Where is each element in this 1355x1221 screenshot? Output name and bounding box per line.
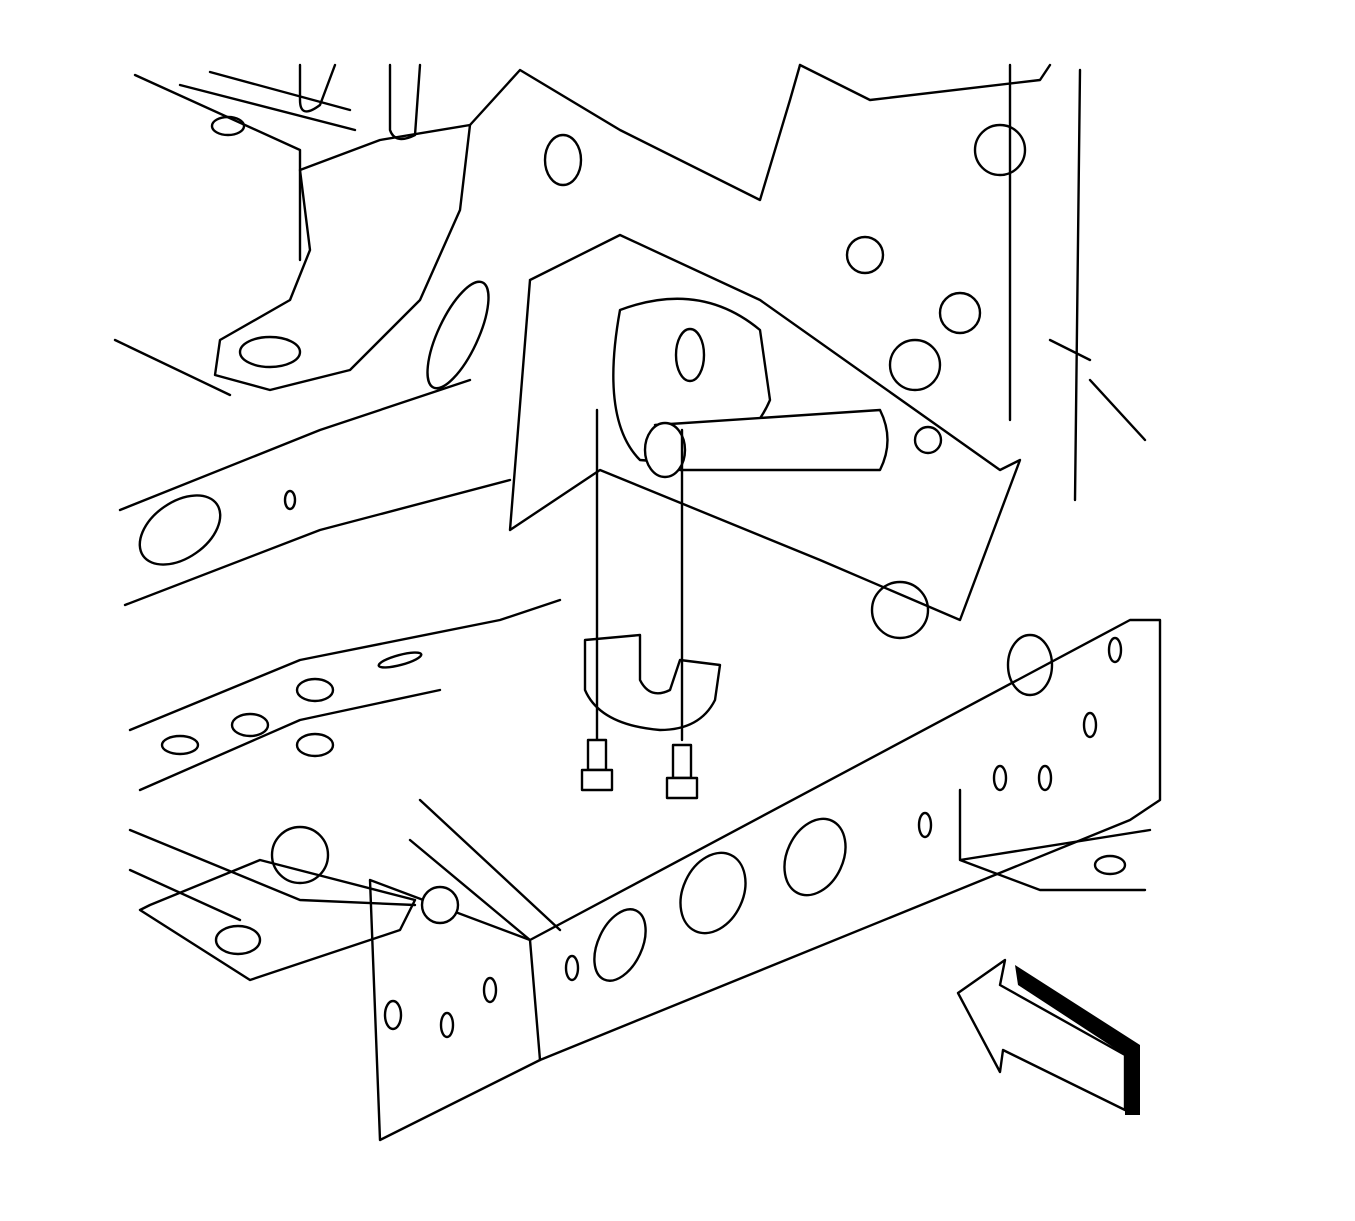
bolt-icon <box>580 738 614 792</box>
direction-arrow-icon <box>956 958 1140 1115</box>
lower-frame-rail <box>368 618 1162 1142</box>
bolt-icon <box>665 743 699 800</box>
lower-left-crossmember <box>128 598 562 982</box>
stabilizer-bracket <box>468 63 1147 640</box>
upper-left-frame <box>113 63 512 607</box>
bushing-clamp <box>583 408 722 742</box>
